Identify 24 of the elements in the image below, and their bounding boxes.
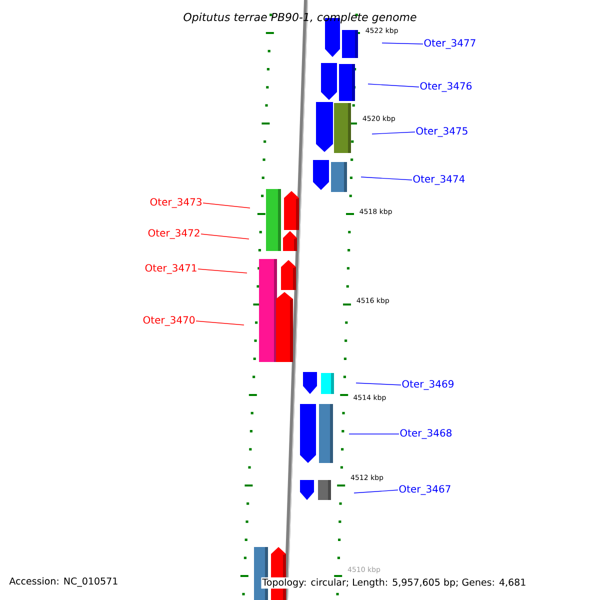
leader-line — [196, 320, 244, 326]
gene-label: Oter_3474 — [413, 175, 465, 185]
leader-line — [202, 202, 250, 208]
gene-label: Oter_3473 — [150, 198, 202, 208]
accession-label: Accession: NC_010571 — [9, 577, 118, 587]
leader-line — [368, 84, 420, 88]
gene-label: Oter_3471 — [145, 264, 196, 274]
summary-label: Topology: circular; Length: 5,957,605 bp; Genes: 4,681 — [261, 577, 528, 589]
gene-label: Oter_3468 — [400, 429, 452, 439]
leader-line — [354, 490, 398, 494]
leader-line — [360, 176, 412, 180]
gene-label: Oter_3467 — [399, 485, 450, 495]
gene-label: Oter_3469 — [402, 380, 454, 390]
gene-label: Oter_3476 — [420, 82, 472, 92]
gene-label: Oter_3470 — [143, 316, 195, 326]
gene-label: Oter_3477 — [424, 39, 476, 49]
leader-line — [200, 234, 250, 240]
title: Opitutus terrae PB90-1, complete genome — [184, 12, 416, 24]
gene-label: Oter_3472 — [148, 229, 200, 239]
leader-line — [382, 42, 424, 44]
leader-line — [356, 382, 402, 386]
leader-line — [198, 268, 248, 274]
leader-line — [372, 132, 416, 134]
gene-label: Oter_3475 — [416, 127, 468, 137]
